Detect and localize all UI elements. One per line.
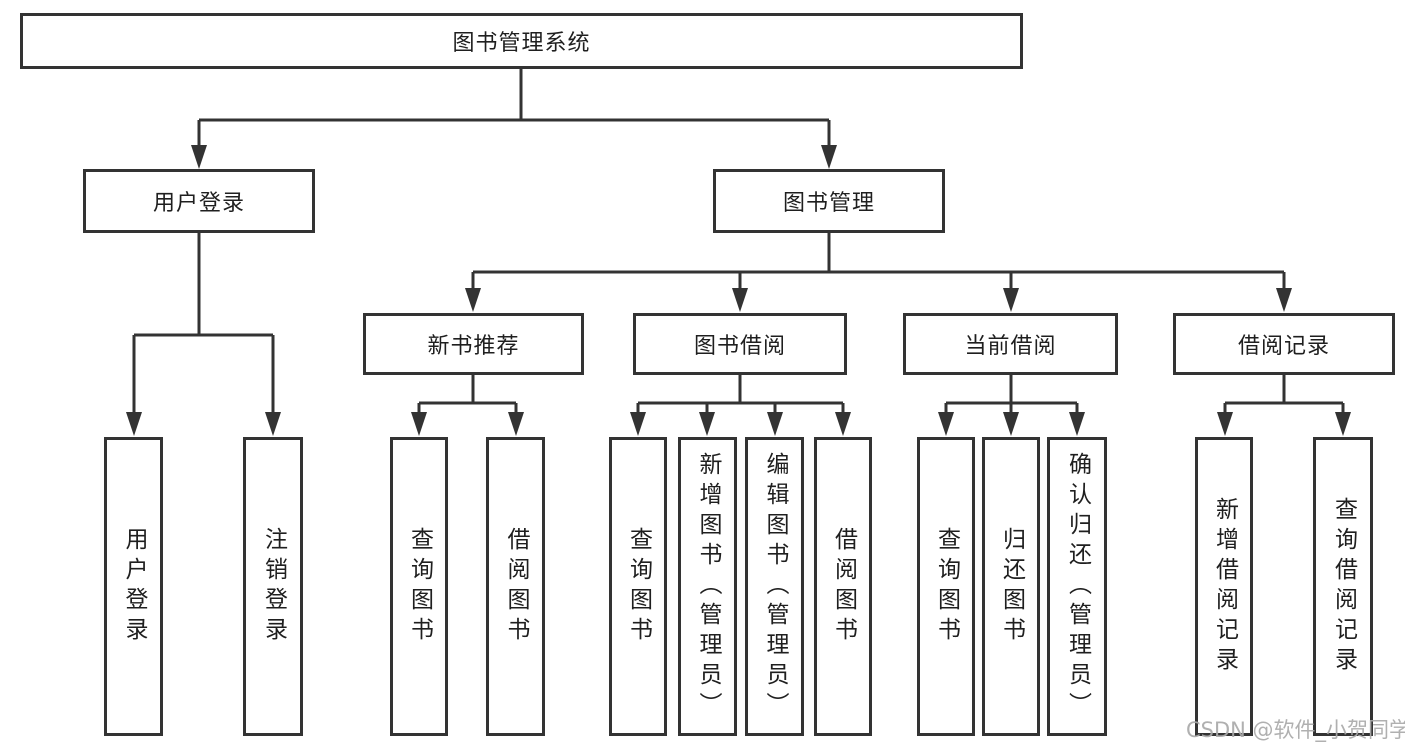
arrow-icon <box>630 412 646 436</box>
arrow-icon <box>1003 288 1019 312</box>
arrow-icon <box>732 288 748 312</box>
edge-currentborrow-to-leaves <box>944 375 1079 413</box>
arrow-icon <box>1276 288 1292 312</box>
node-label: 图书管理系统 <box>452 31 591 56</box>
arrow-icon <box>465 288 481 312</box>
leaf-label: 查询图书 <box>625 526 652 647</box>
edge-bookborrow-to-leaves <box>636 375 845 413</box>
leaf-add-books-admin: 新增图书（管理员） <box>678 437 737 736</box>
arrow-icon <box>1335 412 1351 436</box>
node-new-book-recommend: 新书推荐 <box>363 313 584 375</box>
arrow-icon <box>265 412 281 436</box>
csdn-watermark: CSDN @软件_小贺同学 <box>1186 718 1405 742</box>
arrow-icon <box>835 412 851 436</box>
node-user-login: 用户登录 <box>83 169 315 233</box>
edge-bookmgmt-to-level3 <box>471 233 1286 289</box>
leaf-label: 新增借阅记录 <box>1211 496 1238 677</box>
arrow-icon <box>191 145 207 169</box>
leaf-label: 查询借阅记录 <box>1330 496 1357 677</box>
node-label: 借阅记录 <box>1237 334 1330 359</box>
node-label: 当前借阅 <box>964 334 1057 359</box>
node-label: 新书推荐 <box>427 334 520 359</box>
arrow-icon <box>938 412 954 436</box>
node-current-borrow: 当前借阅 <box>903 313 1118 375</box>
arrow-icon <box>1069 412 1085 436</box>
arrow-icon <box>126 412 142 436</box>
leaf-label: 注销登录 <box>260 526 287 647</box>
node-label: 用户登录 <box>152 191 245 216</box>
leaf-query-books: 查询图书 <box>609 437 667 736</box>
arrow-icon <box>1003 412 1019 436</box>
arrow-icon <box>1217 412 1233 436</box>
leaf-edit-books-admin: 编辑图书（管理员） <box>745 437 804 736</box>
node-book-management: 图书管理 <box>713 169 945 233</box>
edge-newbook-to-leaves <box>417 375 518 413</box>
node-label: 图书管理 <box>782 191 875 216</box>
leaf-label: 确认归还（管理员） <box>1064 451 1091 722</box>
leaf-label: 新增图书（管理员） <box>695 451 721 722</box>
leaf-label: 编辑图书（管理员） <box>762 451 788 722</box>
leaf-confirm-return-admin: 确认归还（管理员） <box>1047 437 1107 736</box>
edge-root-to-level2 <box>197 69 831 146</box>
leaf-user-login: 用户登录 <box>104 437 163 736</box>
node-book-borrow: 图书借阅 <box>633 313 847 375</box>
leaf-label: 用户登录 <box>121 526 147 647</box>
arrow-icon <box>767 412 783 436</box>
leaf-add-borrow-record: 新增借阅记录 <box>1195 437 1253 736</box>
leaf-label: 借阅图书 <box>830 526 857 647</box>
leaf-return-books: 归还图书 <box>982 437 1040 736</box>
arrow-icon <box>508 412 524 436</box>
arrow-icon <box>699 412 715 436</box>
node-borrow-records: 借阅记录 <box>1173 313 1395 375</box>
leaf-query-books: 查询图书 <box>390 437 448 736</box>
leaf-borrow-books: 借阅图书 <box>486 437 545 736</box>
leaf-label: 借阅图书 <box>503 526 529 647</box>
arrow-icon <box>821 145 837 169</box>
leaf-label: 归还图书 <box>998 526 1025 647</box>
leaf-label: 查询图书 <box>406 526 433 647</box>
arrow-icon <box>411 412 427 436</box>
leaf-label: 查询图书 <box>933 526 960 647</box>
edge-records-to-leaves <box>1223 375 1345 413</box>
edge-userlogin-to-leaves <box>132 233 275 413</box>
leaf-query-borrow-record: 查询借阅记录 <box>1313 437 1373 736</box>
node-label: 图书借阅 <box>693 334 786 359</box>
leaf-borrow-books: 借阅图书 <box>814 437 872 736</box>
leaf-query-books: 查询图书 <box>917 437 975 736</box>
arrowheads <box>126 145 1351 436</box>
node-library-system: 图书管理系统 <box>20 13 1023 69</box>
leaf-logout: 注销登录 <box>243 437 303 736</box>
